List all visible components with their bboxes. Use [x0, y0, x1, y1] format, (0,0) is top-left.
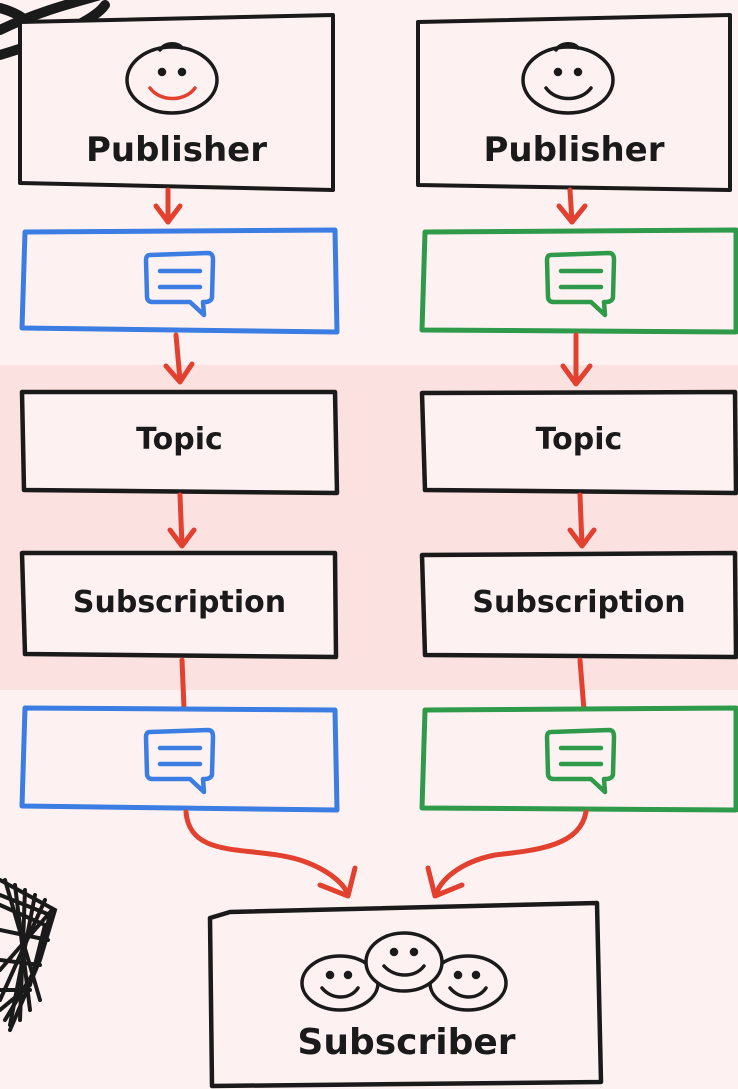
topic-label-right: Topic: [535, 422, 623, 457]
connector-right: [577, 657, 587, 713]
face-icon-right: [521, 42, 615, 115]
message-bubble-icon-left-bottom: [143, 727, 216, 795]
face-icon-left: [125, 42, 219, 115]
arrow-right-3: [567, 492, 597, 549]
subscription-box-right: [419, 550, 738, 660]
message-box-left-top: [19, 227, 340, 335]
message-box-right-top: [419, 227, 738, 335]
arrow-left-1: [153, 187, 183, 225]
topic-box-right: [419, 389, 738, 496]
group-faces-icon: [300, 931, 508, 1012]
connector-left: [179, 657, 187, 711]
subscription-box-left: [19, 550, 339, 660]
topic-label-left: Topic: [136, 422, 223, 457]
message-box-left-bottom: [19, 705, 340, 813]
arrow-right-2: [560, 332, 593, 387]
publisher-label-left: Publisher: [85, 130, 268, 170]
scribble-decoration-bottom: [0, 878, 58, 1032]
publisher-box-right: [416, 13, 732, 192]
message-box-right-bottom: [419, 705, 738, 813]
arrow-left-to-subscriber: [183, 809, 358, 899]
subscription-label-right: Subscription: [472, 585, 686, 620]
arrow-left-2: [163, 332, 195, 385]
subscriber-label: Subscriber: [297, 1022, 516, 1063]
publisher-label-right: Publisher: [483, 130, 665, 170]
subscriber-box: [207, 900, 604, 1089]
message-bubble-icon-right-bottom: [544, 727, 617, 795]
message-bubble-icon-right-top: [544, 250, 617, 318]
subscription-label-left: Subscription: [72, 585, 287, 620]
arrow-left-3: [167, 492, 197, 549]
message-bubble-icon-left-top: [143, 250, 216, 318]
arrow-right-1: [556, 187, 588, 225]
arrow-right-to-subscriber: [425, 809, 589, 899]
topic-box-left: [19, 389, 340, 496]
publisher-box-left: [18, 13, 335, 192]
